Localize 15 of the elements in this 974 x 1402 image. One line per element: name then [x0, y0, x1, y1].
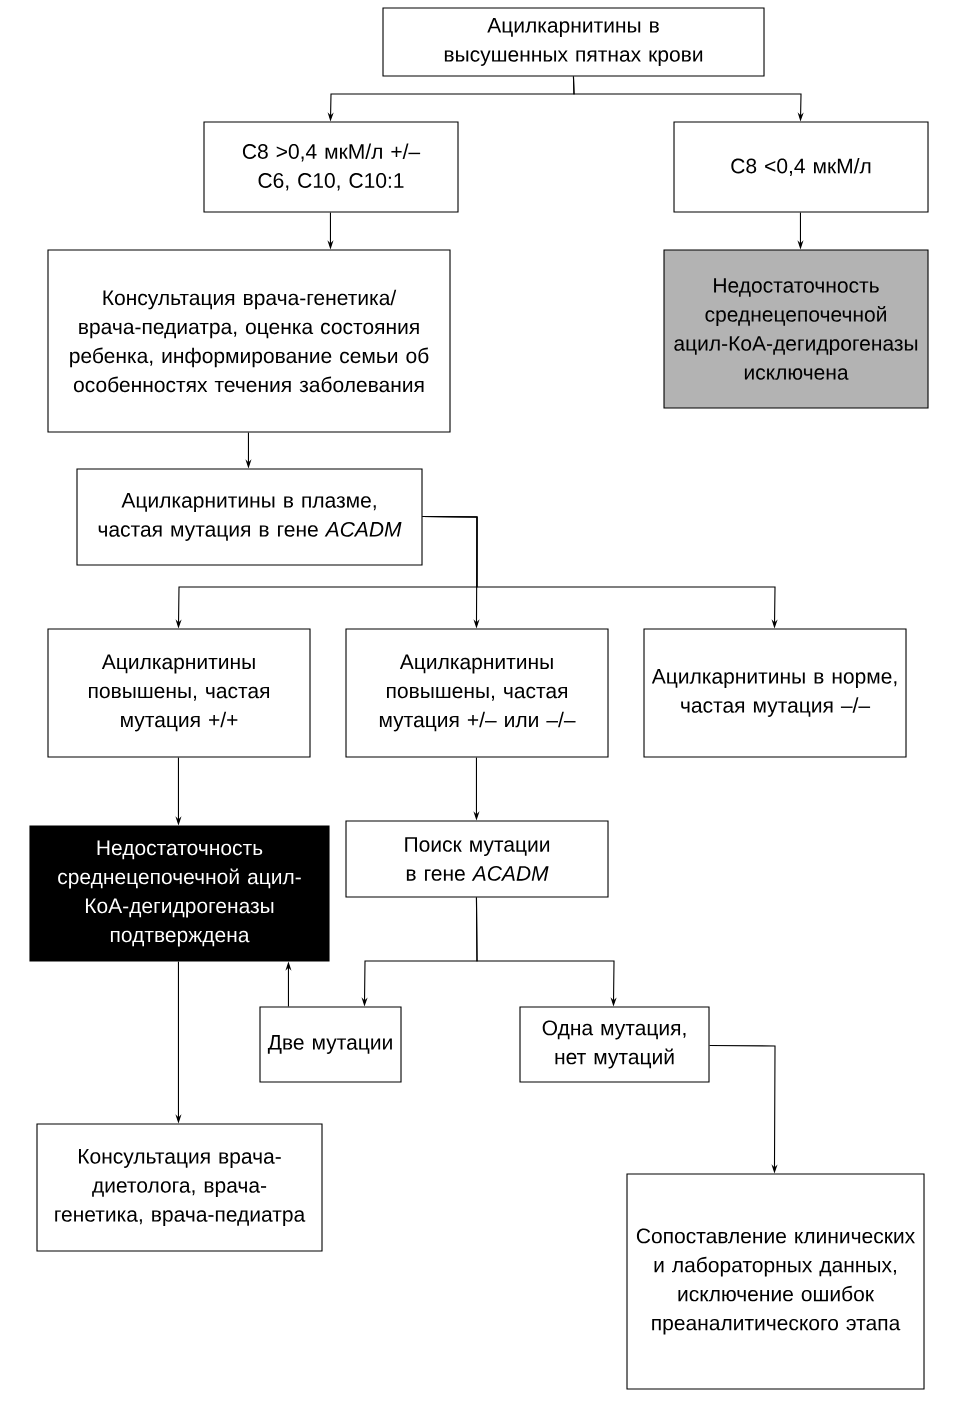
- result-box: Недостаточность среднецепочечной ацил-КоА-дегидрогеназы подтверждена: [29, 825, 330, 962]
- process-box: Ацилкарнитины в плазме, частая мутация в гене ACADM: [76, 468, 423, 566]
- process-box: Ацилкарнитины в высушенных пятнах крови: [382, 7, 765, 77]
- process-box: C8 <0,4 мкМ/л: [673, 121, 929, 213]
- process-box: Ацилкарнитины в норме, частая мутация –/–: [643, 628, 907, 758]
- result-box: Недостаточность среднецепочечной ацил-КоА-дегидрогеназы исключена: [663, 249, 929, 409]
- process-box: Ацилкарнитины повышены, частая мутация +/+: [47, 628, 311, 758]
- process-box: Поиск мутации в гене ACADM: [345, 820, 609, 898]
- process-box: Одна мутация, нет мутаций: [519, 1006, 710, 1083]
- process-box: Две мутации: [259, 1006, 402, 1083]
- process-box: C8 >0,4 мкМ/л +/– C6, C10, C10:1: [203, 121, 459, 213]
- process-box: Ацилкарнитины повышены, частая мутация +/– или –/–: [345, 628, 609, 758]
- process-box: Сопоставление клинических и лабораторных данных, исключение ошибок преаналитического этапа: [626, 1173, 925, 1390]
- process-box: Консультация врача-генетика/ врача-педиатра, оценка состояния ребенка, информирование семьи об особенностях течения заболевания: [47, 249, 451, 433]
- process-box: Консультация врача-диетолога, врача-генетика, врача-педиатра: [36, 1123, 323, 1252]
